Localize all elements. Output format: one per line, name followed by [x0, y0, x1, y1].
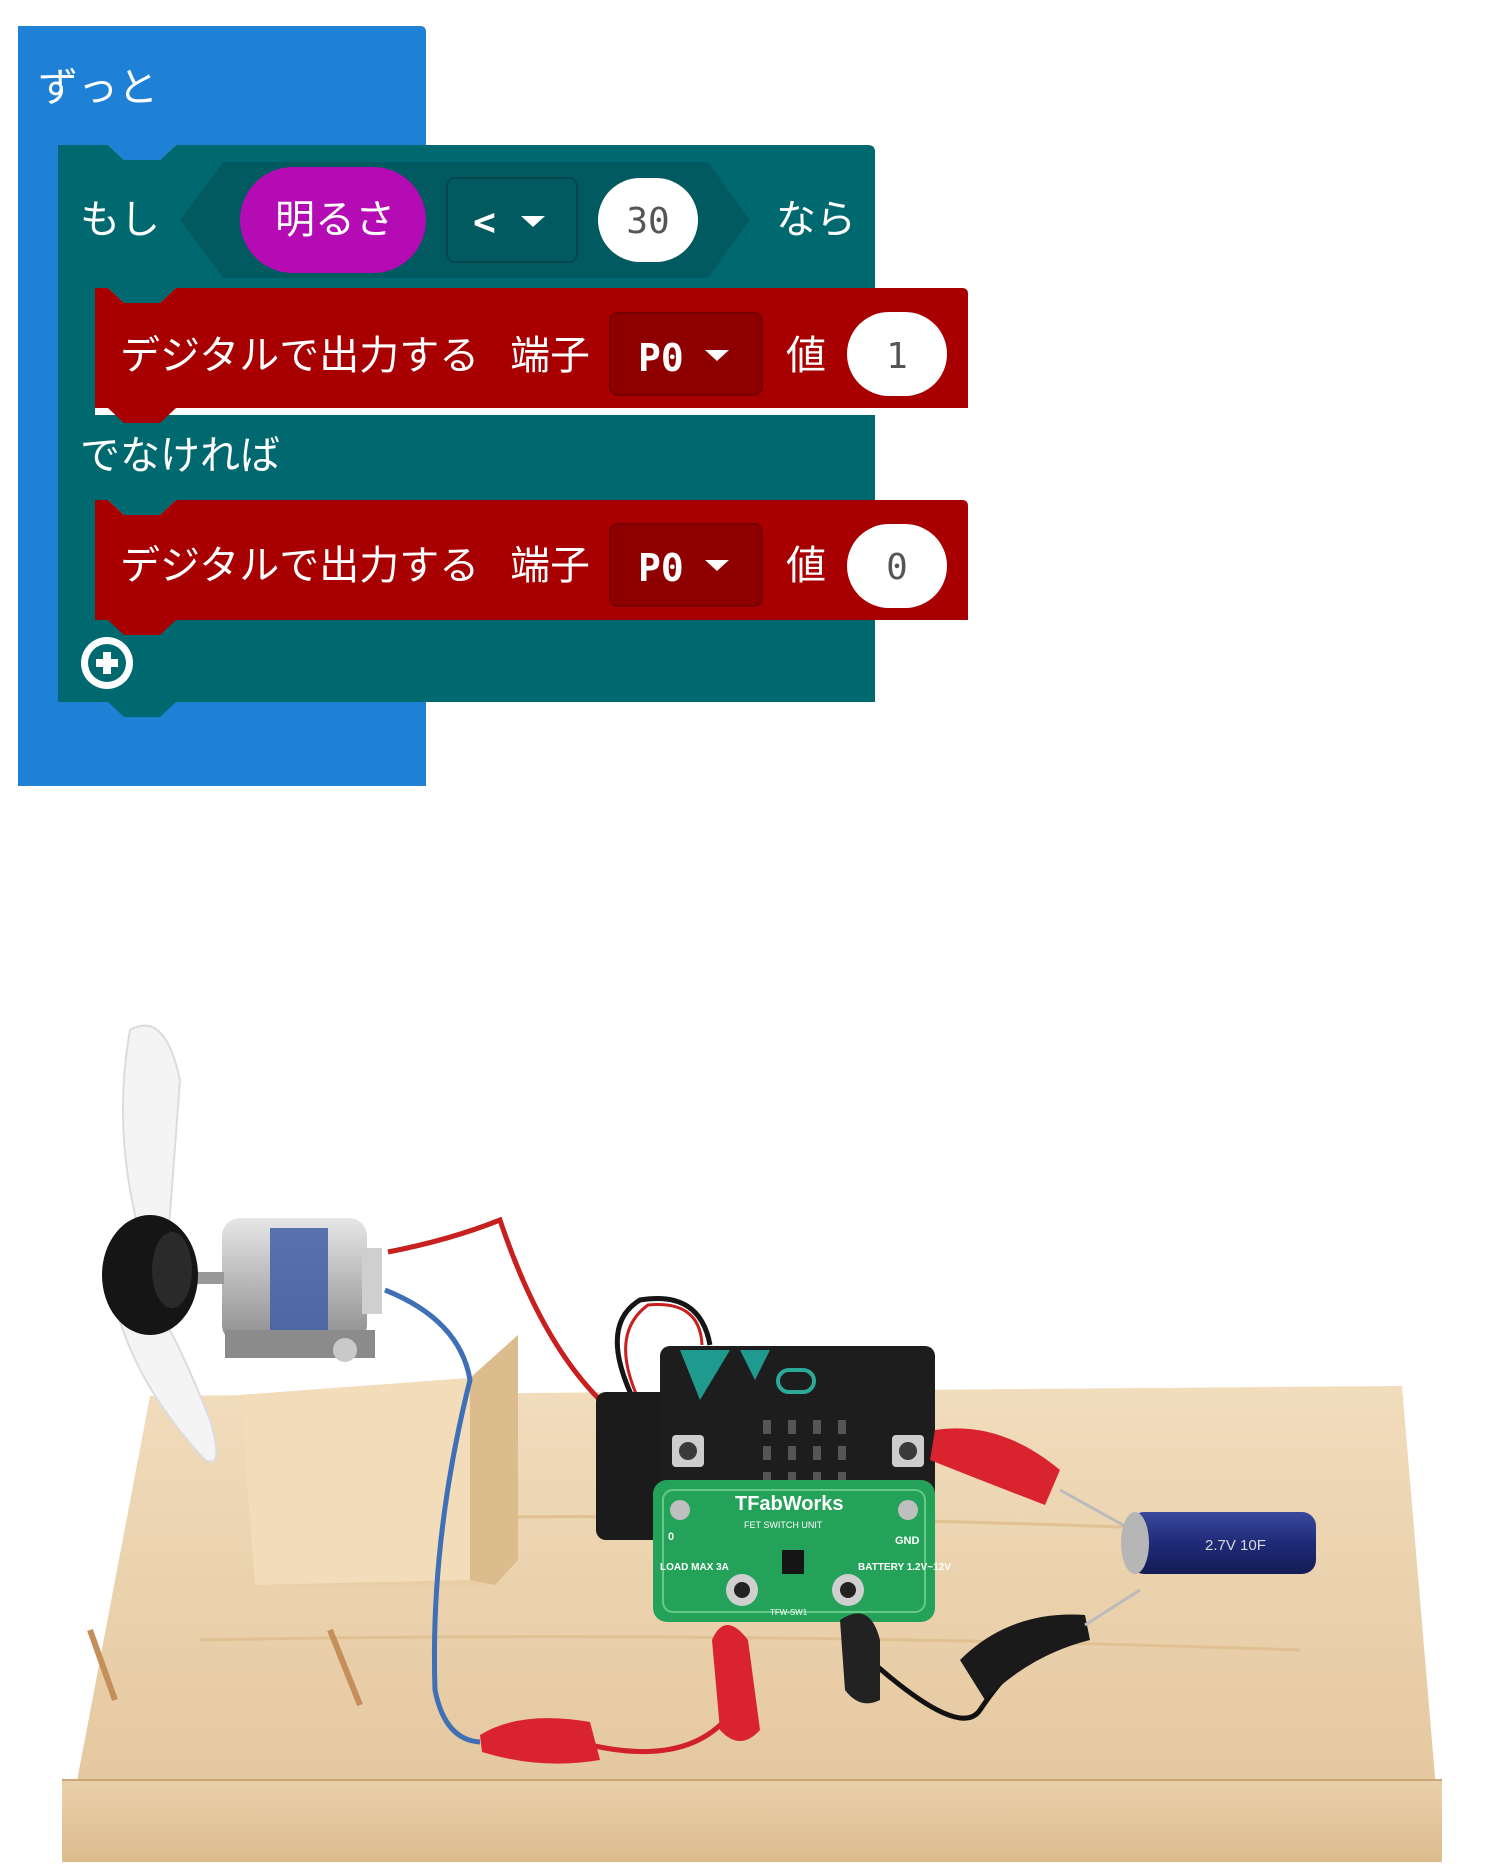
- board-label-model: TFW-SW1: [770, 1608, 808, 1617]
- pin-chevron-down-icon-1: [705, 350, 729, 361]
- plus-circle-icon[interactable]: [81, 637, 133, 689]
- board-logo: TFabWorks: [735, 1493, 844, 1515]
- operator-dropdown[interactable]: [446, 177, 578, 263]
- block-workspace: [18, 26, 968, 786]
- pin-value-1: P0: [638, 336, 684, 380]
- board-label-battery: BATTERY 1.2V~12V: [858, 1562, 951, 1573]
- digital-write-label-2: デジタルで出力する: [120, 543, 480, 589]
- value-label-2: 値: [786, 543, 826, 589]
- board-subtitle: FET SWITCH UNIT: [744, 1520, 823, 1530]
- black-red-cable: [614, 1296, 713, 1432]
- black-alligator-clip-center: [840, 1613, 880, 1704]
- value-input-2[interactable]: [847, 524, 947, 608]
- wooden-block: [240, 1335, 518, 1585]
- red-alligator-clip-left: [480, 1718, 600, 1764]
- threshold-input[interactable]: [598, 178, 698, 262]
- threshold-value: 30: [626, 201, 670, 242]
- black-alligator-clip-right: [960, 1614, 1090, 1700]
- pin-dropdown-2[interactable]: [609, 523, 763, 607]
- else-label: でなければ: [80, 433, 280, 479]
- digital-write-label-1: デジタルで出力する: [120, 333, 480, 379]
- pin-chevron-down-icon-2: [705, 560, 729, 571]
- board-label-load: LOAD MAX 3A: [660, 1562, 729, 1573]
- capacitor: 2.7V 10F: [1121, 1512, 1316, 1574]
- operator-chevron-down-icon: [521, 216, 545, 227]
- value-input-1[interactable]: [847, 312, 947, 396]
- pin-label-1: 端子: [510, 333, 590, 379]
- value-number-1: 1: [886, 336, 908, 377]
- pin-value-2: P0: [638, 546, 684, 590]
- operator-label: <: [473, 200, 496, 244]
- red-alligator-clip-right: [930, 1428, 1060, 1505]
- propeller: [102, 1024, 218, 1463]
- circuit-photo: TFabWorks FET SWITCH UNIT 0 GND LOAD MAX…: [62, 1024, 1442, 1862]
- red-alligator-clip-center: [712, 1625, 760, 1741]
- forever-label: ずっと: [38, 65, 158, 111]
- dc-motor: [180, 1218, 382, 1362]
- value-label-1: 値: [786, 333, 826, 379]
- forever-block[interactable]: [18, 26, 426, 786]
- pin-dropdown-1[interactable]: [609, 312, 763, 396]
- board-label-gnd: GND: [895, 1535, 920, 1547]
- pin-label-2: 端子: [510, 543, 590, 589]
- brightness-label: 明るさ: [275, 197, 395, 243]
- brightness-reporter-bg[interactable]: [240, 167, 426, 273]
- blue-wire: [384, 1287, 481, 1745]
- value-number-2: 0: [886, 547, 908, 588]
- board-label-0: 0: [668, 1531, 674, 1543]
- capacitor-label: 2.7V 10F: [1205, 1537, 1266, 1554]
- then-label: なら: [776, 197, 856, 243]
- if-label: もし: [80, 197, 160, 243]
- fet-switch-board: TFabWorks FET SWITCH UNIT 0 GND LOAD MAX…: [653, 1480, 951, 1622]
